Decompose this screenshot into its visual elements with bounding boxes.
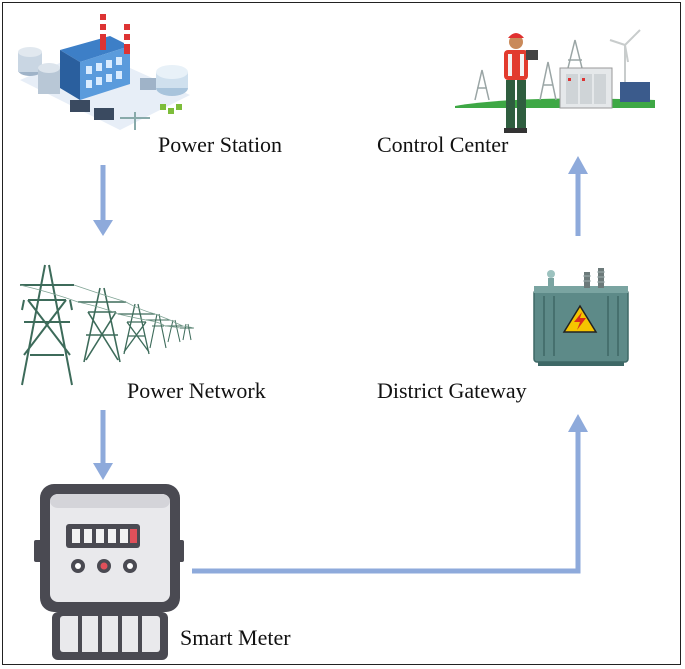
arrow-station-to-network	[93, 165, 113, 236]
district-gateway-label: District Gateway	[377, 378, 527, 403]
transformer-icon	[533, 268, 629, 366]
smart-meter-icon	[34, 484, 184, 660]
control-center-icon	[455, 29, 655, 133]
arrow-gateway-to-control	[568, 156, 588, 236]
transmission-towers-icon	[19, 264, 195, 386]
arrow-meter-to-gateway	[192, 414, 588, 574]
smart-meter-label: Smart Meter	[180, 625, 291, 650]
arrow-network-to-meter	[93, 410, 113, 480]
power-network-label: Power Network	[127, 378, 266, 403]
power-station-icon	[18, 14, 190, 130]
power-station-label: Power Station	[158, 132, 282, 157]
control-center-label: Control Center	[377, 132, 509, 157]
